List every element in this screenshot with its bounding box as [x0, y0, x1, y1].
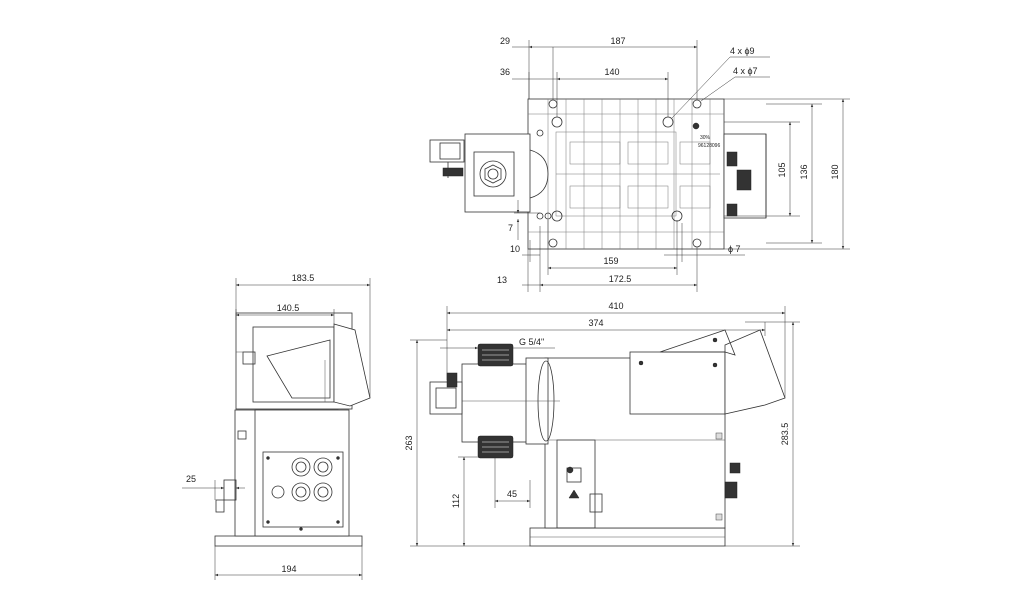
dim-label-136: 136 [799, 164, 809, 179]
dim-label-374: 374 [588, 318, 603, 328]
dim-label-phi7: ϕ 7 [728, 244, 741, 254]
dim-180: 180 [724, 98, 850, 250]
dim-label-36: 36 [500, 67, 510, 77]
dim-label-283-5: 283.5 [780, 423, 790, 446]
dim-263: 263 [404, 339, 530, 547]
pump-head-front [429, 343, 560, 459]
dim-140-5: 140.5 [235, 303, 335, 324]
dim-36: 36 [500, 67, 557, 99]
dim-374: 374 [447, 318, 766, 336]
dim-283-5: 283.5 [725, 321, 800, 547]
dim-25: 25 [182, 474, 245, 500]
dim-45: 45 [494, 458, 531, 508]
mounting-holes [536, 99, 702, 248]
port-panel [262, 451, 344, 531]
dim-label-13: 13 [497, 275, 507, 285]
dim-label-10: 10 [510, 244, 520, 254]
dim-phi7: ϕ 7 [664, 223, 745, 262]
label-print-2: 96128096 [698, 143, 720, 149]
dim-label-183-5: 183.5 [292, 273, 315, 283]
dim-194: 194 [214, 546, 363, 580]
callout-4x9: 4 x ϕ9 [730, 46, 755, 56]
dim-label-263: 263 [404, 435, 414, 450]
dim-label-45: 45 [507, 489, 517, 499]
thread-label: G 5/4" [519, 337, 544, 347]
dim-label-180: 180 [830, 164, 840, 179]
pump-head-top [429, 133, 549, 213]
side-view: 183.5 140.5 25 194 [182, 273, 371, 580]
dim-label-25: 25 [186, 474, 196, 484]
callout-4x7: 4 x ϕ7 [733, 66, 758, 76]
dim-label-172-5: 172.5 [609, 274, 632, 284]
dim-label-29: 29 [500, 36, 510, 46]
top-view: 30% 96128096 187 29 140 36 [429, 36, 850, 292]
valve-lower [477, 435, 514, 459]
dim-thread: G 5/4" [440, 337, 555, 350]
dim-label-159: 159 [603, 256, 618, 266]
dim-10: 10 [510, 226, 541, 262]
dim-136: 136 [766, 103, 822, 244]
dim-140: 140 [556, 67, 669, 117]
dim-105: 105 [724, 121, 800, 217]
dim-label-7: 7 [508, 223, 513, 233]
controller-top: 30% 96128096 [692, 122, 767, 219]
dim-410: 410 [446, 301, 786, 398]
dim-label-105: 105 [777, 162, 787, 177]
dim-label-112: 112 [451, 494, 461, 508]
dim-172-5: 172.5 13 [497, 247, 698, 292]
hole-callouts: 4 x ϕ9 4 x ϕ7 [671, 46, 770, 119]
dim-label-194: 194 [281, 564, 296, 574]
dim-label-140-5: 140.5 [277, 303, 300, 313]
valve-upper [477, 343, 514, 367]
dim-29: 29 [500, 36, 554, 99]
dim-label-140: 140 [604, 67, 619, 77]
label-print-1: 30% [700, 135, 711, 141]
dim-159: 159 [547, 220, 678, 275]
dim-183-5: 183.5 [235, 273, 371, 398]
dim-label-187: 187 [610, 36, 625, 46]
dim-label-410: 410 [608, 301, 623, 311]
rib-grid [528, 99, 724, 249]
dim-7-vertical: 7 [508, 200, 540, 240]
front-view: 410 374 G 5/4" 263 283.5 [404, 301, 800, 547]
dim-112: 112 [451, 456, 495, 546]
